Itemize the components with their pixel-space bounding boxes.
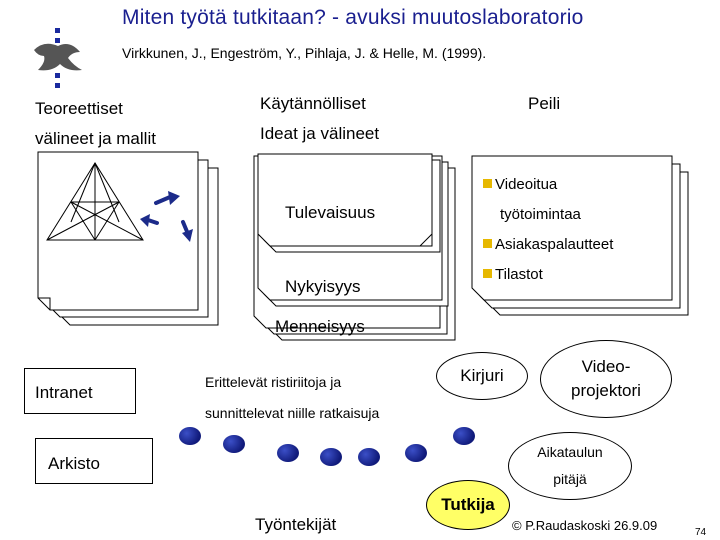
- scribe-label: Kirjuri: [460, 366, 504, 386]
- future-label: Tulevaisuus: [285, 203, 376, 222]
- researcher-oval: Tutkija: [426, 480, 510, 530]
- citation: Virkkunen, J., Engeström, Y., Pihlaja, J…: [122, 45, 487, 61]
- mirror-bullet-feedback-label: Asiakaspalautteet: [495, 236, 614, 253]
- practical-heading-line1: Käytännölliset: [260, 94, 366, 113]
- mirror-paper-stack: [471, 155, 689, 316]
- past-label: Menneisyys: [275, 317, 365, 336]
- timekeeper-label-line1: Aikataulun: [537, 444, 603, 461]
- projector-label-line1: Video-: [581, 357, 631, 377]
- projector-oval: Video- projektori: [540, 340, 672, 418]
- mirror-bullet-feedback: Asiakaspalautteet: [483, 236, 613, 253]
- theory-paper-stack: [37, 151, 219, 326]
- employee-seat: [358, 448, 380, 466]
- present-label: Nykyisyys: [285, 277, 361, 296]
- intranet-label: Intranet: [35, 383, 93, 402]
- mirror-bullet-video-line2: työtoimintaa: [500, 206, 581, 223]
- mirror-heading: Peili: [528, 94, 561, 113]
- employee-seat: [453, 427, 475, 445]
- university-logo: [34, 28, 82, 88]
- timekeeper-oval: Aikataulun pitäjä: [508, 432, 632, 500]
- mirror-bullet-video: Videoitua: [483, 176, 557, 193]
- scribe-oval: Kirjuri: [436, 352, 528, 400]
- employees-label: Työntekijät: [255, 515, 337, 534]
- cycle-arrows: [140, 191, 193, 242]
- archive-box: Arkisto: [35, 438, 153, 484]
- bullet-square-icon: [483, 269, 492, 278]
- mirror-bullet-video-label: Videoitua: [495, 176, 558, 193]
- page-number: 74: [695, 527, 707, 538]
- timekeeper-label-line2: pitäjä: [553, 471, 587, 487]
- bullet-square-icon: [483, 179, 492, 188]
- mirror-bullet-statistics-label: Tilastot: [495, 266, 543, 283]
- employee-seat: [320, 448, 342, 466]
- employee-seat: [277, 444, 299, 462]
- employee-seat: [223, 435, 245, 453]
- contradictions-line2: sunnittelevat niille ratkaisuja: [205, 405, 380, 421]
- intranet-box: Intranet: [24, 368, 136, 414]
- theory-heading-line1: Teoreettiset: [35, 99, 123, 118]
- projector-label-line2: projektori: [571, 381, 641, 400]
- future-paper-stack: [257, 153, 441, 253]
- page-title: Miten työtä tutkitaan? - avuksi muutosla…: [122, 6, 584, 29]
- copyright-label: © P.Raudaskoski 26.9.09: [512, 518, 658, 533]
- employee-seat: [405, 444, 427, 462]
- activity-triangle-model: [46, 162, 144, 241]
- practical-heading-line2: Ideat ja välineet: [260, 124, 380, 143]
- employee-seat: [179, 427, 201, 445]
- researcher-label: Tutkija: [441, 495, 495, 515]
- mirror-bullet-statistics: Tilastot: [483, 266, 543, 283]
- bullet-square-icon: [483, 239, 492, 248]
- theory-heading-line2: välineet ja mallit: [35, 129, 156, 148]
- archive-label: Arkisto: [48, 454, 100, 473]
- contradictions-line1: Erittelevät ristiriitoja ja: [205, 374, 342, 390]
